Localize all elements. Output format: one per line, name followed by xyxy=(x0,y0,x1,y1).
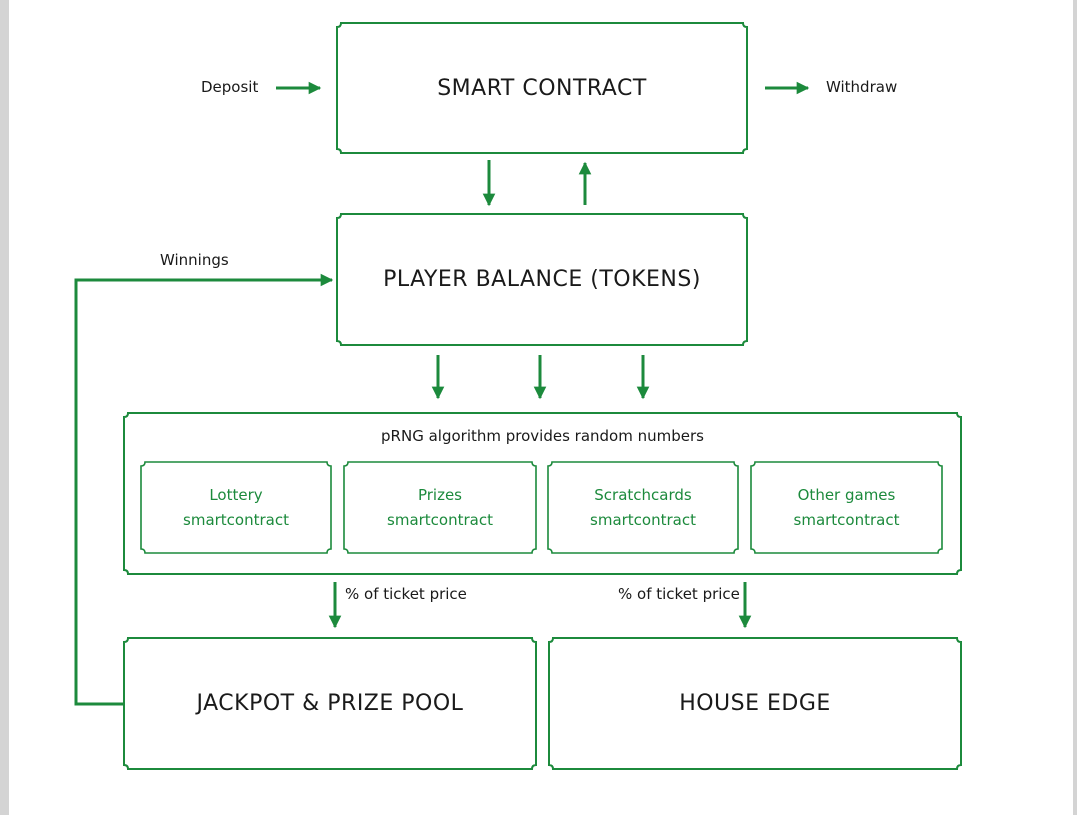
prng-container: pRNG algorithm provides random numbers xyxy=(123,412,962,575)
winnings-label: Winnings xyxy=(160,251,229,269)
house-edge-box: HOUSE EDGE xyxy=(548,637,962,770)
game-name-prizes: Prizes xyxy=(417,485,463,504)
page-edge-right xyxy=(1073,0,1077,815)
game-name-other-games: Other games xyxy=(797,485,896,504)
player-balance-box: PLAYER BALANCE (TOKENS) xyxy=(336,213,748,346)
withdraw-label: Withdraw xyxy=(826,78,898,96)
ticket-price-right-label: % of ticket price xyxy=(618,585,740,603)
game-name-lottery: Lottery xyxy=(209,485,263,504)
page-edge-left xyxy=(0,0,9,815)
jackpot-label: JACKPOT & PRIZE POOL xyxy=(196,691,464,716)
winnings-arrow xyxy=(74,273,334,706)
game-sub-lottery: smartcontract xyxy=(183,510,289,529)
smart-contract-label: SMART CONTRACT xyxy=(437,75,647,101)
deposit-label: Deposit xyxy=(201,78,259,96)
player-balance-label: PLAYER BALANCE (TOKENS) xyxy=(383,267,701,292)
prng-title: pRNG algorithm provides random numbers xyxy=(381,427,704,445)
jackpot-box: JACKPOT & PRIZE POOL xyxy=(123,637,537,770)
ticket-price-left-label: % of ticket price xyxy=(345,585,467,603)
game-name-scratchcards: Scratchcards xyxy=(594,485,692,504)
game-sub-prizes: smartcontract xyxy=(387,510,493,529)
game-sub-scratchcards: smartcontract xyxy=(590,510,696,529)
game-box-scratchcards: Scratchcards smartcontract xyxy=(547,461,739,554)
smart-contract-box: SMART CONTRACT xyxy=(336,22,748,154)
game-box-other-games: Other games smartcontract xyxy=(750,461,943,554)
game-sub-other-games: smartcontract xyxy=(793,510,900,529)
game-box-lottery: Lottery smartcontract xyxy=(140,461,332,554)
house-edge-label: HOUSE EDGE xyxy=(679,691,831,716)
game-box-prizes: Prizes smartcontract xyxy=(343,461,537,554)
